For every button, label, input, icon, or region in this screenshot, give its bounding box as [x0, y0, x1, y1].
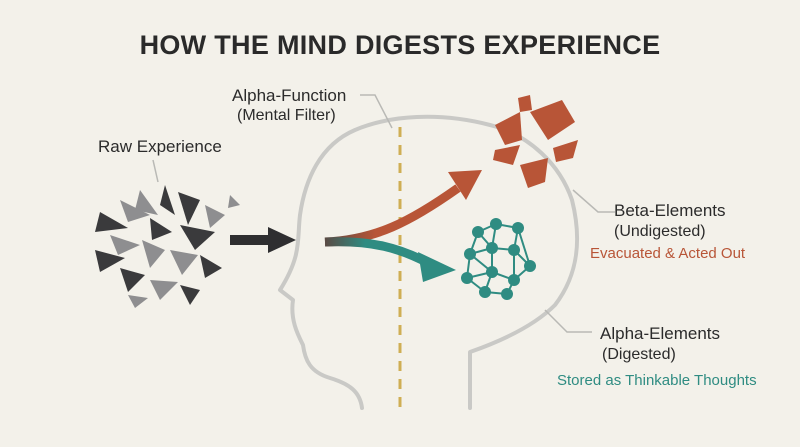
alpha-elements-label: Alpha-Elements — [600, 324, 721, 343]
leader-alpha-elements — [544, 309, 592, 333]
beta-elements-sublabel: (Undigested) — [614, 223, 706, 240]
alpha-function-sublabel: (Mental Filter) — [237, 107, 336, 124]
alpha-elements-network-nodes — [461, 218, 536, 300]
alpha-elements-sublabel: (Digested) — [602, 346, 676, 363]
leader-raw-experience — [152, 159, 159, 183]
beta-elements-label: Beta-Elements — [614, 201, 726, 220]
raw-experience-shards-icon — [95, 185, 240, 308]
page-title: HOW THE MIND DIGESTS EXPERIENCE — [139, 30, 661, 60]
raw-experience-label: Raw Experience — [98, 137, 222, 156]
leader-beta-elements — [572, 189, 615, 213]
alpha-function-label: Alpha-Function — [232, 86, 347, 105]
head-outline — [278, 114, 580, 410]
beta-elements-fragments-icon — [493, 95, 578, 188]
beta-elements-note: Evacuated & Acted Out — [590, 245, 746, 262]
input-arrow-icon — [230, 227, 296, 253]
alpha-flow-arrow-icon — [324, 237, 456, 282]
leader-alpha-function — [360, 94, 393, 129]
beta-flow-arrow-icon — [324, 170, 482, 247]
alpha-elements-note: Stored as Thinkable Thoughts — [557, 372, 757, 389]
